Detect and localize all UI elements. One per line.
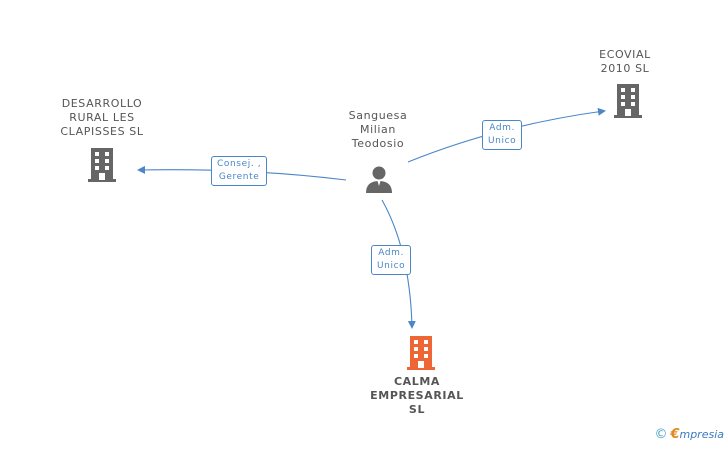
copyright-symbol: © <box>654 427 668 442</box>
brand-logo-text: mpresia <box>679 428 724 441</box>
edge-label-desarrollo: Consej. , Gerente <box>211 156 268 186</box>
edge-label-calma: Adm. Unico <box>371 245 412 275</box>
brand-logo: €mpresia <box>670 427 724 442</box>
ecovial-name-line-2: 2010 SL <box>600 62 650 75</box>
ecovial-name-line-1: ECOVIAL <box>599 48 651 61</box>
desarrollo-name[interactable]: DESARROLLO RURAL LES CLAPISSES SL <box>50 97 154 139</box>
desarrollo-name-line-3: CLAPISSES SL <box>60 125 144 138</box>
edge-label-desarrollo-line-2: Gerente <box>218 172 260 182</box>
edge-label-ecovial-line-1: Adm. <box>489 123 515 133</box>
person-name-line-1: Sanguesa <box>348 109 408 122</box>
desarrollo-name-line-1: DESARROLLO <box>61 97 143 110</box>
calma-name[interactable]: CALMA EMPRESARIAL SL <box>366 375 468 417</box>
calma-name-line-2: EMPRESARIAL <box>370 389 464 402</box>
ecovial-name[interactable]: ECOVIAL 2010 SL <box>586 48 664 76</box>
calma-name-line-3: SL <box>408 403 426 416</box>
brand-watermark: © €mpresia <box>654 427 724 442</box>
building-icon[interactable] <box>612 84 644 118</box>
desarrollo-name-line-2: RURAL LES <box>69 111 135 124</box>
edge-label-calma-line-1: Adm. <box>378 248 404 258</box>
person-icon[interactable] <box>364 164 394 194</box>
calma-name-line-1: CALMA <box>393 375 441 388</box>
person-name-line-2: Milian <box>360 123 396 136</box>
edge-label-ecovial: Adm. Unico <box>482 120 523 150</box>
building-icon[interactable] <box>405 336 437 370</box>
edge-label-ecovial-line-2: Unico <box>488 136 517 146</box>
person-name[interactable]: Sanguesa Milian Teodosio <box>336 109 420 151</box>
edge-label-calma-line-2: Unico <box>377 261 406 271</box>
person-name-line-3: Teodosio <box>351 137 405 150</box>
edge-label-desarrollo-line-1: Consej. , <box>217 159 262 169</box>
building-icon[interactable] <box>86 148 118 182</box>
brand-logo-initial: € <box>670 427 680 442</box>
